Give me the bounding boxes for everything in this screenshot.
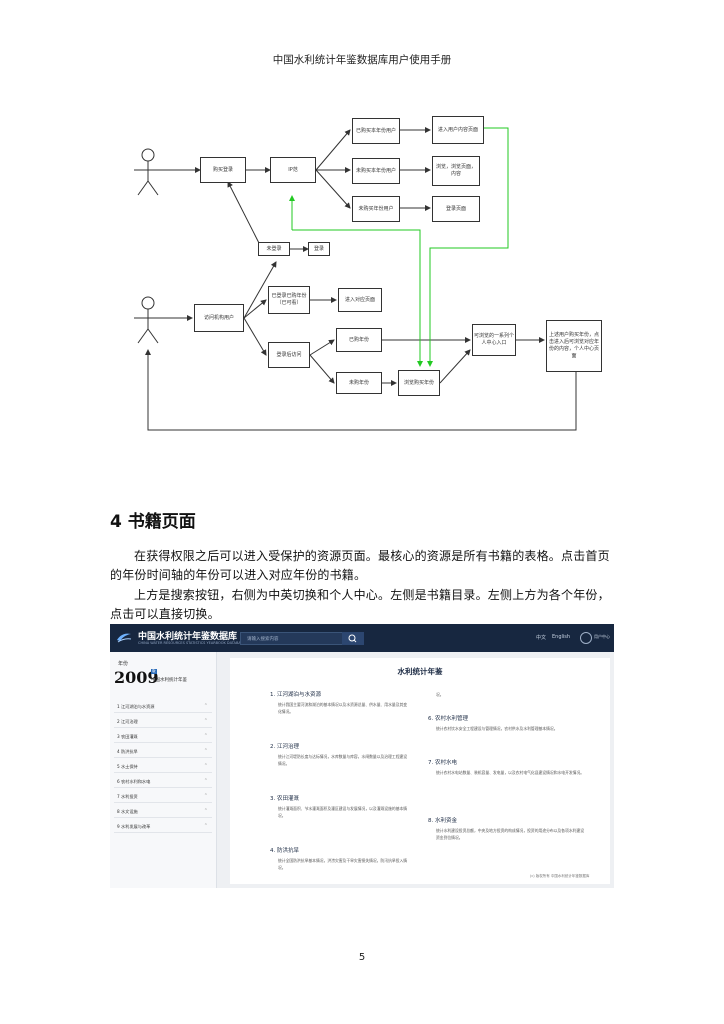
flow-node: 登录页面	[432, 196, 480, 222]
sidebar-item-label: 6 农村水利和水电	[117, 779, 151, 784]
top-navbar: 中国水利统计年鉴数据库 CHINA WATER RESOURCES STATIS…	[110, 624, 614, 652]
chevron-up-icon: ⌃	[203, 718, 208, 724]
sidebar-item-label: 3 农田灌溉	[117, 734, 138, 739]
year-selector[interactable]: 2009	[114, 668, 159, 687]
section-text: 统计农村饮水安全工程建设与管理情况，农村供水及水利管理基本情况。	[436, 726, 558, 731]
year-subtitle: 中国水利统计年鉴	[151, 678, 187, 683]
sidebar-item[interactable]: 9 水利发展与改革 ⌃	[114, 820, 212, 833]
section-title[interactable]: 2. 江河治理	[270, 744, 299, 750]
brand-subtitle: CHINA WATER RESOURCES STATISTICS YEARBOO…	[138, 641, 246, 645]
flow-node: 进入用户内容页面	[432, 116, 484, 144]
flow-node: 进入对应页面	[338, 288, 382, 312]
flow-node: 未登录	[258, 242, 290, 256]
section-title[interactable]: 6. 农村水利管理	[428, 716, 468, 722]
paragraph: 在获得权限之后可以进入受保护的资源页面。最核心的资源是所有书籍的表格。点击首页的…	[110, 549, 610, 582]
chevron-up-icon: ⌃	[203, 733, 208, 739]
sidebar-item-label: 1 江河湖泊与水资源	[117, 704, 155, 709]
flow-node: 浏览购买年份	[398, 370, 440, 396]
page-number: 5	[358, 952, 366, 963]
user-center-link[interactable]: 用户中心	[594, 634, 610, 639]
flow-node: IP范	[270, 157, 316, 183]
section-text: 统计农村水电站数量、装机容量、发电量，以及农村电气化县建设情况和水电开发情况。	[436, 770, 585, 775]
chevron-up-icon: ⌃	[203, 823, 208, 829]
flow-node: 已购年份	[336, 328, 382, 352]
sidebar-item[interactable]: 7 水利投资 ⌃	[114, 790, 212, 803]
flow-node: 登录	[308, 242, 330, 256]
section-text: 统计灌溉面积、节水灌溉面积及灌区建设与发展情况，以及灌溉设施的基本情况。	[278, 806, 408, 818]
avatar[interactable]	[580, 632, 592, 644]
section-title[interactable]: 3. 农田灌溉	[270, 796, 299, 802]
section-text: 况。	[436, 692, 444, 697]
content-panel: 水利统计年鉴 1. 江河湖泊与水资源 统计我国主要河流和湖泊的基本情况以及水资源…	[230, 658, 610, 884]
flow-node: 访问机构用户	[194, 304, 244, 332]
content-title: 水利统计年鉴	[397, 667, 443, 676]
lang-cn-link[interactable]: 中文	[536, 635, 547, 641]
flowchart-connectors	[134, 127, 577, 431]
flow-node: 购买登录	[200, 157, 246, 183]
search-icon[interactable]	[342, 632, 364, 645]
section-title[interactable]: 7. 农村水电	[428, 760, 457, 766]
section-heading: 4 书籍页面	[110, 512, 196, 532]
chevron-up-icon: ⌃	[203, 793, 208, 799]
sidebar-item-label: 5 水土保持	[117, 764, 138, 769]
chevron-up-icon: ⌃	[203, 778, 208, 784]
logo-icon	[117, 633, 132, 643]
section-title[interactable]: 4. 防洪抗旱	[270, 848, 299, 854]
section-text: 统计我国主要河流和湖泊的基本情况以及水资源总量、供水量、用水量及其变化情况。	[278, 702, 408, 714]
section-text: 统计水利建设投资总额，中央及地方投资的构成情况，投资的用途分布以及各项水利建设资…	[436, 828, 585, 840]
page-header: 中国水利统计年鉴数据库用户使用手册	[272, 54, 452, 66]
sidebar: 年份 2009 版 中国水利统计年鉴 1 江河湖泊与水资源 ⌃ 2 江河治理 ⌃ 3…	[110, 652, 217, 888]
sidebar-item[interactable]: 6 农村水利和水电 ⌃	[114, 775, 212, 788]
sidebar-item[interactable]: 4 防洪抗旱 ⌃	[114, 745, 212, 758]
year-label: 年份	[118, 661, 129, 667]
sidebar-item-label: 2 江河治理	[117, 719, 138, 724]
section-text: 统计江河堤防长度与达标情况，水库数量与库容，水闸数量以及治理工程建设情况。	[278, 754, 408, 766]
chevron-up-icon: ⌃	[203, 763, 208, 769]
flow-node: 已购买本年份用户	[352, 118, 400, 144]
flow-node: 可浏览的一系列个人中心入口	[472, 324, 516, 356]
flowchart-diagram: 购买登录 IP范 已购买本年份用户 未购买本年份用户 未购买年份用户 进入用户内…	[0, 0, 724, 460]
chevron-up-icon: ⌃	[203, 748, 208, 754]
sidebar-item[interactable]: 2 江河治理 ⌃	[114, 715, 212, 728]
section-text: 统计全国防洪抗旱基本情况，洪涝灾害及干旱灾害损失情况，防汛抗旱投入情况。	[278, 858, 408, 870]
flow-node: 上述用户购买年份，点击进入后可浏览对应年份的内容，个人中心页面	[546, 320, 602, 372]
sidebar-item-label: 9 水利发展与改革	[117, 824, 151, 829]
section-title[interactable]: 1. 江河湖泊与水资源	[270, 692, 321, 698]
sidebar-item[interactable]: 1 江河湖泊与水资源 ⌃	[114, 700, 212, 713]
paragraph: 上方是搜索按钮，右侧为中英切换和个人中心。左侧是书籍目录。左侧上方为各个年份，点…	[110, 588, 610, 621]
user-figure-icon	[134, 296, 162, 344]
sidebar-item-label: 7 水利投资	[117, 794, 138, 799]
flow-node: 未购年份	[336, 372, 382, 394]
sidebar-item[interactable]: 3 农田灌溉 ⌃	[114, 730, 212, 743]
flow-node: 未购买年份用户	[352, 196, 400, 222]
user-figure-icon	[134, 148, 162, 196]
flow-node: 未购买本年份用户	[352, 158, 400, 184]
year-tag: 版	[151, 669, 157, 674]
footnote: (c) 版权所有 中国水利统计年鉴数据库	[530, 874, 590, 878]
embedded-screenshot: 中国水利统计年鉴数据库 CHINA WATER RESOURCES STATIS…	[110, 624, 614, 888]
flow-node: 登录后访问	[268, 342, 310, 368]
lang-en-link[interactable]: English	[552, 634, 571, 640]
sidebar-item-label: 8 水文设施	[117, 809, 138, 814]
chevron-up-icon: ⌃	[203, 808, 208, 814]
flow-node: 已登录已购年份（已可看）	[268, 286, 310, 314]
chevron-up-icon: ⌃	[203, 703, 208, 709]
brand-title: 中国水利统计年鉴数据库	[138, 632, 238, 642]
flow-node: 浏览，浏览页面，内容	[432, 156, 480, 186]
sidebar-item[interactable]: 8 水文设施 ⌃	[114, 805, 212, 818]
sidebar-item[interactable]: 5 水土保持 ⌃	[114, 760, 212, 773]
section-title[interactable]: 8. 水利资金	[428, 818, 457, 824]
sidebar-item-label: 4 防洪抗旱	[117, 749, 138, 754]
